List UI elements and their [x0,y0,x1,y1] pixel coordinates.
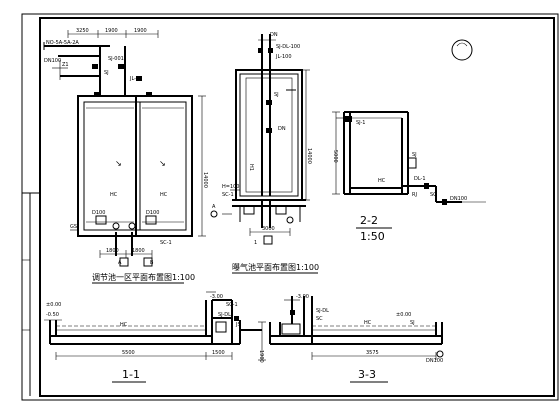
section-22-title: 2-2 [360,214,378,227]
svg-text:SJ: SJ [410,320,415,326]
svg-text:SJ: SJ [104,70,109,76]
svg-text:SC-1: SC-1 [226,302,238,308]
svg-text:-3.00: -3.00 [210,294,223,300]
svg-text:DN: DN [278,126,286,132]
dim-bottom-mid: 3000 [262,226,275,232]
svg-text:1: 1 [254,240,257,246]
dim-top-2: 1900 [105,28,118,34]
svg-text:-3.00: -3.00 [296,294,309,300]
north-symbol [451,39,473,61]
svg-text:SC: SC [316,316,323,322]
svg-text:↗: ↗ [158,160,167,167]
svg-text:SJ-DL-100: SJ-DL-100 [276,44,300,50]
svg-text:DL-1: DL-1 [414,176,426,182]
svg-text:HC: HC [120,322,128,328]
dim-height-22: 5000 [332,150,338,163]
svg-text:JS: JS [235,322,241,328]
dim-top-3: 1900 [134,28,147,34]
svg-text:SJ: SJ [412,152,417,158]
svg-text:DN: DN [270,32,278,38]
svg-text:H1: H1 [248,164,254,171]
svg-text:HC: HC [160,192,168,198]
section-1-1: ±0.00 -0.50 HC -3.00 SJ-DL SC-1 JS 5500 … [44,291,262,383]
svg-text:RJ: RJ [412,192,417,198]
svg-text:SJ-DL: SJ-DL [218,312,231,318]
svg-text:DN100: DN100 [426,358,443,364]
svg-text:JL-100: JL-100 [275,54,292,60]
svg-text:HC: HC [364,320,372,326]
svg-text:NO-5A-5A-2A: NO-5A-5A-2A [46,40,79,46]
sheet-border [21,13,559,401]
svg-text:DN100: DN100 [450,196,467,202]
svg-text:HC: HC [110,192,118,198]
plan-mid-title: 曝气池平面布置图1:100 [232,262,319,272]
svg-text:A: A [212,204,216,210]
svg-text:HC: HC [378,178,386,184]
plan-left-title: 调节池一区平面布置图1:100 [92,272,195,282]
svg-text:GS: GS [70,224,77,230]
section-11-title: 1-1 [122,368,140,381]
dim-height-mid: 14000 [306,148,312,164]
dim-top-1: 3250 [76,28,89,34]
svg-text:SC-1: SC-1 [160,240,172,246]
dim-11-a: 5500 [122,350,135,356]
plan-middle: SJ-DL-100 JL-100 DN SJ DN H1 14000 H=100… [210,32,319,274]
svg-text:D100: D100 [92,210,105,216]
svg-text:JL-2: JL-2 [129,76,139,82]
dim-33-w: 3575 [366,350,379,356]
svg-text:SJ-1: SJ-1 [356,120,365,126]
dim-11-b: 1500 [212,350,225,356]
plan-left: 3250 1900 1900 NO-5A-5A-2A Z1 SJ-001 JL-… [43,28,208,284]
svg-text:SJ-DL: SJ-DL [316,308,329,314]
svg-text:±0.00: ±0.00 [396,312,411,318]
svg-text:H=100: H=100 [222,184,240,190]
svg-text:SJ: SJ [274,92,279,98]
pipe-label: DN100 [44,58,61,64]
section-3-3: -3.00 SJ-DL SC HC ±0.00 SJ DN100 1900 35… [258,294,444,383]
svg-text:D100: D100 [146,210,159,216]
section-2-2: SJ-1 HC 5000 SJ DL-1 DN100 RJ SC 2-2 1:5… [332,111,486,243]
section-22-scale: 1:50 [360,230,385,243]
svg-text:SC: SC [430,192,437,198]
svg-text:SC-1: SC-1 [222,192,234,198]
svg-text:±0.00: ±0.00 [46,302,61,308]
section-33-title: 3-3 [358,368,376,381]
dim-33-h: 1900 [258,350,264,363]
svg-text:Z1: Z1 [62,62,69,68]
svg-text:↗: ↗ [114,160,123,167]
svg-text:SJ-001: SJ-001 [108,56,124,62]
svg-text:-0.50: -0.50 [46,312,59,318]
dim-height-left: 14000 [202,172,208,188]
dim-bottom-2: 1800 [132,248,145,254]
dim-bottom-1: 1800 [106,248,119,254]
